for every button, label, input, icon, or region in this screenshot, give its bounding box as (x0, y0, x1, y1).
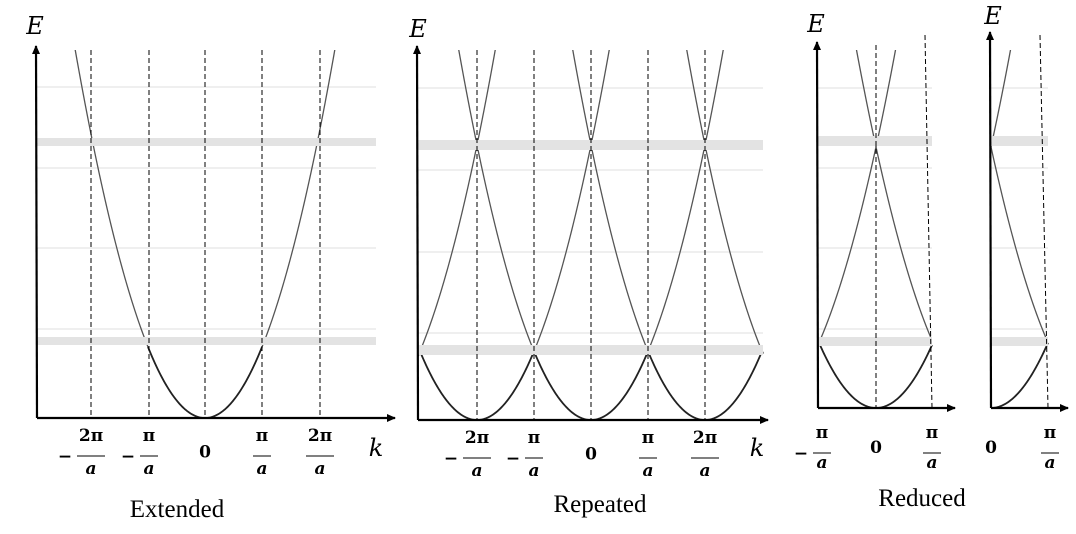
tick-zero: 0 (199, 443, 211, 463)
energy-band-curve (991, 341, 1048, 408)
tick-denominator: a (143, 459, 154, 479)
tick-minus-sign: − (121, 447, 135, 467)
tick-numerator: 2π (693, 428, 717, 448)
tick-denominator: a (1044, 453, 1055, 473)
energy-band-curve (74, 50, 336, 418)
tick-label: 0 (870, 438, 882, 458)
tick-numerator: π (143, 426, 155, 446)
tick-numerator: π (528, 428, 540, 448)
y-axis-label: E (408, 15, 427, 43)
tick-label: 2π a− (444, 428, 491, 481)
tick-denominator: a (314, 459, 325, 479)
band-gap (991, 136, 1048, 146)
band-gap (37, 337, 376, 345)
tick-numerator: 2π (308, 426, 332, 446)
band-gap (418, 140, 763, 150)
tick-label: 2π a (306, 426, 334, 479)
tick-denominator: a (642, 461, 653, 481)
tick-zero: 0 (870, 438, 882, 458)
tick-label: 0 (199, 443, 211, 463)
tick-minus-sign: − (444, 449, 458, 469)
first-band-curve (419, 350, 535, 421)
tick-numerator: 2π (465, 428, 489, 448)
energy-band-curve (686, 50, 763, 356)
tick-minus-sign: − (58, 447, 72, 467)
tick-minus-sign: − (794, 444, 808, 464)
tick-denominator: a (85, 459, 96, 479)
energy-band-curve (818, 50, 897, 347)
tick-label: πa− (794, 423, 831, 473)
scheme-title: Extended (130, 496, 225, 523)
zone-boundary-dashed-line (1039, 34, 1049, 409)
tick-minus-sign: − (506, 449, 520, 469)
y-axis (813, 41, 822, 409)
scheme-title: Reduced (878, 485, 966, 512)
first-band-curve (533, 350, 649, 421)
y-axis-label: E (983, 2, 1002, 30)
band-gap (818, 136, 932, 146)
tick-denominator: a (926, 453, 937, 473)
tick-label: πa (639, 428, 657, 481)
tick-numerator: π (642, 428, 654, 448)
tick-numerator: π (1044, 423, 1056, 443)
tick-label: πa (923, 423, 941, 473)
tick-numerator: π (816, 423, 828, 443)
scheme-title: Repeated (553, 491, 647, 518)
tick-label: 2π a− (58, 426, 105, 479)
tick-denominator: a (471, 461, 482, 481)
y-axis (32, 45, 41, 419)
tick-numerator: π (926, 423, 938, 443)
tick-label: πa (253, 426, 271, 479)
zone-boundary-dashed-line (924, 34, 933, 409)
energy-band-curve (991, 143, 1048, 345)
first-band-curve (647, 350, 763, 421)
tick-zero: 0 (585, 445, 597, 465)
tick-label: πa (1041, 423, 1059, 473)
y-axis (413, 45, 422, 421)
band-gap (818, 337, 932, 346)
band-gap (991, 337, 1048, 346)
tick-denominator: a (528, 461, 539, 481)
tick-numerator: 2π (79, 426, 103, 446)
band-gap (37, 138, 376, 146)
tick-denominator: a (256, 459, 267, 479)
tick-label: 0 (985, 438, 997, 458)
y-axis-label: E (25, 12, 44, 40)
x-axis-label: k (750, 434, 765, 462)
tick-label: 2π a (691, 428, 719, 481)
tick-denominator: a (699, 461, 710, 481)
x-axis-label: k (369, 434, 384, 462)
tick-label: 0 (585, 445, 597, 465)
tick-denominator: a (816, 453, 827, 473)
panel-reduced-half: E 0 πa (983, 2, 1069, 473)
energy-band-curve (855, 50, 932, 343)
tick-numerator: π (256, 426, 268, 446)
y-axis-label: E (806, 10, 825, 38)
tick-zero: 0 (985, 438, 997, 458)
tick-label: πa− (121, 426, 158, 479)
energy-band-curve (418, 50, 496, 358)
first-band-curve (990, 342, 1049, 409)
y-axis (986, 31, 995, 409)
energy-band-curve (991, 50, 1012, 150)
tick-label: πa− (506, 428, 543, 481)
